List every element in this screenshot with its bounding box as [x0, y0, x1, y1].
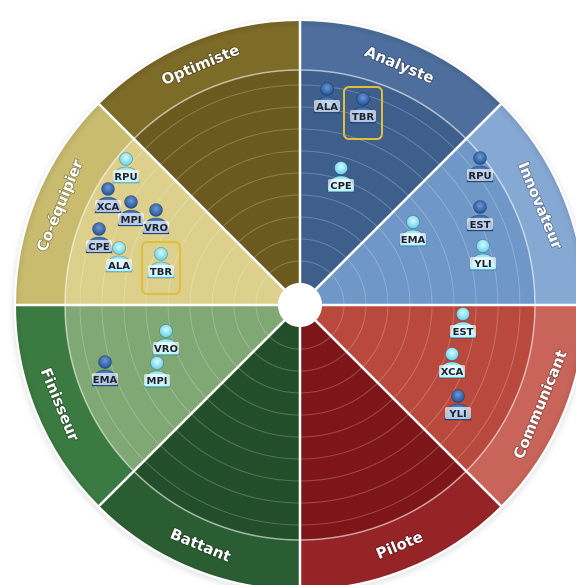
- code-tag: [95, 200, 121, 212]
- segment-inner-battant: [133, 320, 300, 540]
- code-tag: [92, 373, 118, 385]
- person-ema-innovateur[interactable]: EMA: [399, 215, 427, 247]
- wheel-divider: [314, 102, 503, 291]
- wheel-segments: [15, 20, 576, 585]
- code-tag: [450, 325, 476, 337]
- person-mpi-finisseur[interactable]: MPI: [143, 356, 171, 388]
- code-tag: [400, 233, 426, 245]
- person-code: VRO: [154, 344, 178, 355]
- person-code: XCA: [97, 202, 120, 213]
- person-code: TBR: [150, 267, 172, 278]
- person-code: CPE: [88, 242, 110, 253]
- wheel-divider: [97, 102, 286, 291]
- person-xca-co-equipier[interactable]: XCA: [94, 182, 122, 214]
- person-code: VRO: [144, 223, 168, 234]
- code-tag: [467, 169, 493, 181]
- highlight-frame: [343, 86, 383, 140]
- code-tag: [143, 221, 169, 233]
- segment-band-co-equipier: [15, 103, 134, 305]
- person-ala-analyste[interactable]: ALA: [313, 82, 341, 114]
- person-vro-co-equipier[interactable]: VRO: [142, 203, 170, 235]
- person-ema-finisseur[interactable]: EMA: [91, 355, 119, 387]
- person-est-innovateur[interactable]: EST: [466, 200, 494, 232]
- person-code: EMA: [401, 235, 426, 246]
- highlight-frame: [141, 241, 181, 295]
- person-xca-communicant[interactable]: XCA: [438, 347, 466, 379]
- wheel-people: ALATBRCPERPUESTEMAYLIESTXCAYLIRPUXCAMPIV…: [85, 82, 497, 421]
- code-tag: [350, 110, 376, 122]
- wheel-dividers: [15, 20, 576, 585]
- person-mpi-co-equipier[interactable]: MPI: [117, 195, 145, 227]
- code-tag: [445, 407, 471, 419]
- person-code: YLI: [473, 259, 491, 270]
- segment-band-pilote: [300, 471, 502, 585]
- segment-inner-communicant: [315, 305, 535, 472]
- person-yli-communicant[interactable]: YLI: [444, 389, 472, 421]
- person-code: CPE: [330, 181, 352, 192]
- code-tag: [113, 170, 139, 182]
- code-tag: [86, 240, 112, 252]
- wheel-center-hole: [278, 283, 322, 327]
- segment-band-optimiste: [98, 20, 300, 139]
- person-code: EST: [453, 327, 474, 338]
- person-cpe-co-equipier[interactable]: CPE: [85, 222, 113, 254]
- segment-band-battant: [98, 471, 300, 585]
- person-code: ALA: [108, 261, 130, 272]
- code-tag: [118, 213, 144, 225]
- segment-inner-pilote: [300, 320, 467, 540]
- person-rpu-innovateur[interactable]: RPU: [466, 151, 494, 183]
- person-code: XCA: [441, 367, 464, 378]
- code-tag: [439, 365, 465, 377]
- person-code: RPU: [114, 172, 137, 183]
- code-tag: [314, 100, 340, 112]
- person-code: RPU: [468, 171, 491, 182]
- code-tag: [467, 218, 493, 230]
- wheel-divider: [314, 319, 503, 508]
- code-tag: [148, 265, 174, 277]
- segment-band-communicant: [466, 305, 576, 507]
- code-tag: [106, 259, 132, 271]
- segment-band-analyste: [300, 20, 502, 139]
- person-tbr-analyste[interactable]: TBR: [343, 86, 383, 140]
- person-code: YLI: [448, 409, 466, 420]
- person-vro-finisseur[interactable]: VRO: [152, 324, 180, 356]
- segment-inner-analyste: [300, 70, 467, 290]
- person-tbr-co-equipier[interactable]: TBR: [141, 241, 181, 295]
- person-code: TBR: [352, 112, 374, 123]
- person-cpe-analyste[interactable]: CPE: [327, 161, 355, 193]
- person-yli-innovateur[interactable]: YLI: [469, 239, 497, 271]
- segment-band-finisseur: [15, 305, 134, 507]
- code-tag: [153, 342, 179, 354]
- code-tag: [144, 374, 170, 386]
- person-code: EST: [470, 220, 491, 231]
- person-est-communicant[interactable]: EST: [449, 307, 477, 339]
- person-code: EMA: [93, 375, 118, 386]
- segment-inner-finisseur: [65, 305, 285, 472]
- code-tag: [470, 257, 496, 269]
- person-code: MPI: [120, 215, 141, 226]
- person-code: ALA: [316, 102, 338, 113]
- segment-band-innovateur: [466, 103, 576, 305]
- segment-inner-optimiste: [133, 70, 300, 290]
- person-ala-co-equipier[interactable]: ALA: [105, 241, 133, 273]
- person-rpu-co-equipier[interactable]: RPU: [112, 152, 140, 184]
- person-code: MPI: [146, 376, 167, 387]
- code-tag: [328, 179, 354, 191]
- wheel-divider: [97, 319, 286, 508]
